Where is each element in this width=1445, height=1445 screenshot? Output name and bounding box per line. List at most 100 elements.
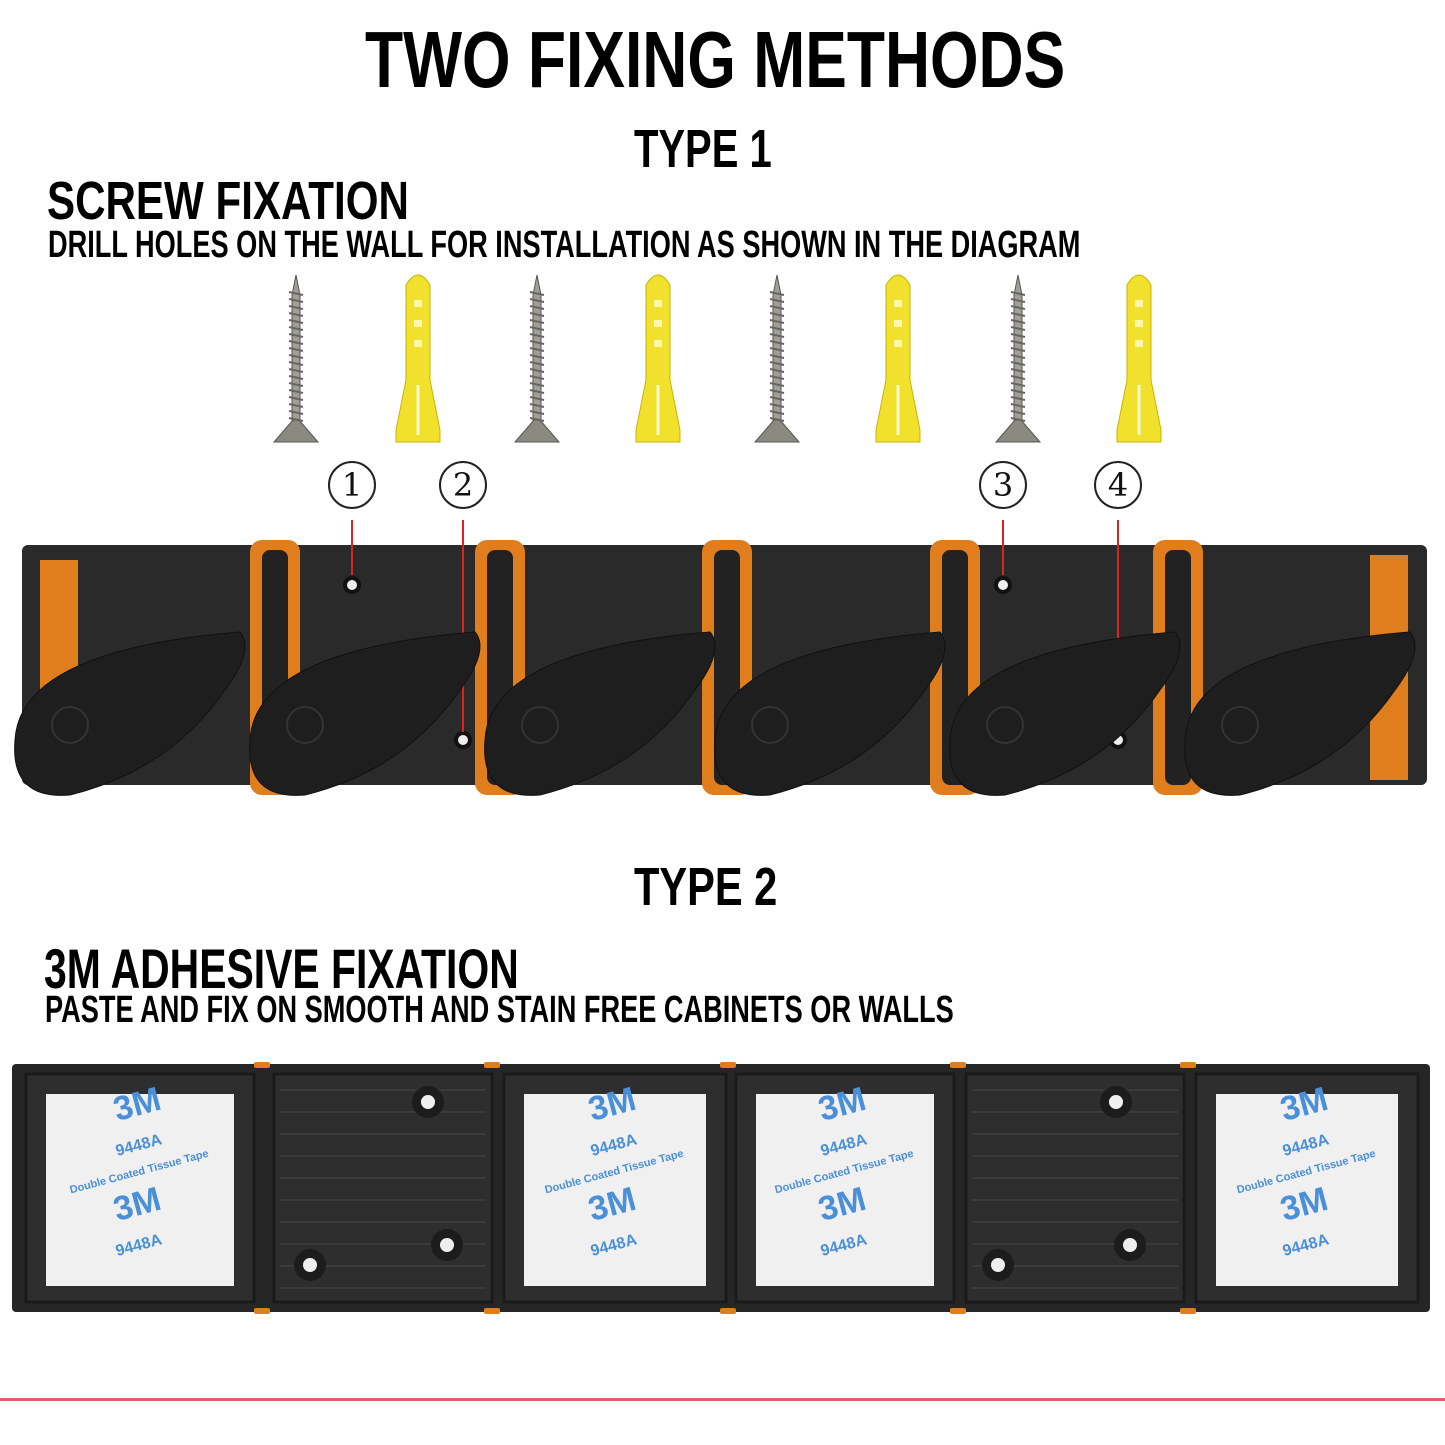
orange-tab — [254, 1062, 270, 1068]
screw-thread — [529, 340, 545, 345]
screw-hole-highlight — [347, 580, 357, 590]
screw-thread — [1010, 382, 1026, 387]
screw-thread — [769, 340, 785, 345]
hook-paddle — [949, 631, 1181, 796]
screw-thread — [1010, 333, 1026, 338]
anchor-rib — [414, 320, 422, 327]
anchor-rib — [654, 340, 662, 347]
screw-thread — [529, 361, 545, 366]
screw-thread — [529, 291, 545, 296]
screw-thread — [769, 312, 785, 317]
screw-thread — [288, 298, 304, 303]
screw-thread — [1010, 417, 1026, 422]
screw-head — [513, 419, 561, 443]
tape-label: 3M — [1276, 1080, 1331, 1129]
anchor-rib — [654, 300, 662, 307]
hook-paddle — [1184, 631, 1416, 796]
screw-icon — [513, 274, 561, 443]
tape-label: 3M — [814, 1180, 869, 1229]
screw-thread — [769, 410, 785, 415]
screw-thread — [769, 368, 785, 373]
screw-thread — [1010, 298, 1026, 303]
rail-panel — [502, 1072, 728, 1304]
orange-tab — [1180, 1062, 1196, 1068]
tape-label: Double Coated Tissue Tape — [68, 1148, 209, 1197]
orange-tab — [484, 1308, 500, 1314]
screw-hole-highlight — [998, 580, 1008, 590]
screw-thread — [1010, 375, 1026, 380]
adhesive-tape-pad — [756, 1094, 934, 1286]
screw-thread — [288, 410, 304, 415]
screw-thread — [769, 403, 785, 408]
screw-thread — [288, 354, 304, 359]
adhesive-fixation-heading: 3M ADHESIVE FIXATION — [44, 937, 519, 1000]
tape-label: 9448A — [819, 1231, 869, 1260]
tape-label: Double Coated Tissue Tape — [773, 1148, 914, 1197]
orange-tab — [720, 1308, 736, 1314]
rail-panel — [272, 1072, 494, 1304]
screw-thread — [529, 347, 545, 352]
screw-thread — [1010, 312, 1026, 317]
adhesive-tape-pad — [46, 1094, 234, 1286]
screw-hole — [294, 1249, 326, 1281]
screw-thread — [1010, 305, 1026, 310]
anchor-rib — [654, 320, 662, 327]
hook-rivet — [286, 706, 324, 744]
hook-rivet — [986, 706, 1024, 744]
screw-head — [272, 419, 320, 443]
screw-hole — [431, 1229, 463, 1261]
screw-fixation-heading: SCREW FIXATION — [47, 171, 409, 231]
screw-thread — [288, 347, 304, 352]
screw-icon — [994, 274, 1042, 443]
hole-number-2: 2 — [439, 461, 487, 509]
orange-tab — [720, 1062, 736, 1068]
hook-paddle — [714, 631, 946, 796]
adhesive-fixation-subheading: PASTE AND FIX ON SMOOTH AND STAIN FREE C… — [45, 989, 954, 1031]
anchor-body — [635, 274, 681, 443]
tape-label: 9448A — [114, 1131, 164, 1160]
hook-paddle — [484, 631, 716, 796]
tape-label: 9448A — [589, 1231, 639, 1260]
screw-thread — [769, 319, 785, 324]
screw-thread — [769, 354, 785, 359]
anchor-rib — [1135, 320, 1143, 327]
hook-rivet — [521, 706, 559, 744]
screw-thread — [529, 368, 545, 373]
screw-thread — [529, 389, 545, 394]
screw-thread — [529, 375, 545, 380]
screw-thread — [1010, 389, 1026, 394]
screw-thread — [529, 382, 545, 387]
tape-label: 9448A — [1281, 1131, 1331, 1160]
hook-paddle — [249, 631, 481, 796]
wall-anchor-icon — [875, 274, 921, 443]
tape-label: 9448A — [114, 1231, 164, 1260]
tape-label: Double Coated Tissue Tape — [1235, 1148, 1376, 1197]
tape-label: Double Coated Tissue Tape — [543, 1148, 684, 1197]
screw-thread — [529, 319, 545, 324]
screw-thread — [769, 417, 785, 422]
hole-number-4: 4 — [1094, 461, 1142, 509]
type2-label: TYPE 2 — [634, 857, 778, 917]
orange-tab — [254, 1308, 270, 1314]
hook-bracket-inner — [1165, 550, 1191, 785]
screw-icon — [272, 274, 320, 443]
tape-label: 9448A — [1281, 1231, 1331, 1260]
screw-thread — [288, 291, 304, 296]
screw-thread — [769, 333, 785, 338]
screw-thread — [769, 361, 785, 366]
screw-thread — [1010, 354, 1026, 359]
anchor-rib — [894, 340, 902, 347]
wall-anchor-icon — [1116, 274, 1162, 443]
screw-thread — [769, 305, 785, 310]
screw-thread — [288, 312, 304, 317]
screw-hole-highlight — [303, 1258, 317, 1272]
screw-hole-highlight — [458, 735, 468, 745]
screw-thread — [288, 396, 304, 401]
hole-number-3: 3 — [979, 461, 1027, 509]
screw-thread — [529, 312, 545, 317]
screw-thread — [769, 326, 785, 331]
hook-paddle — [14, 631, 246, 796]
rail-panel — [24, 1072, 256, 1304]
screw-thread — [1010, 319, 1026, 324]
screw-thread — [1010, 347, 1026, 352]
